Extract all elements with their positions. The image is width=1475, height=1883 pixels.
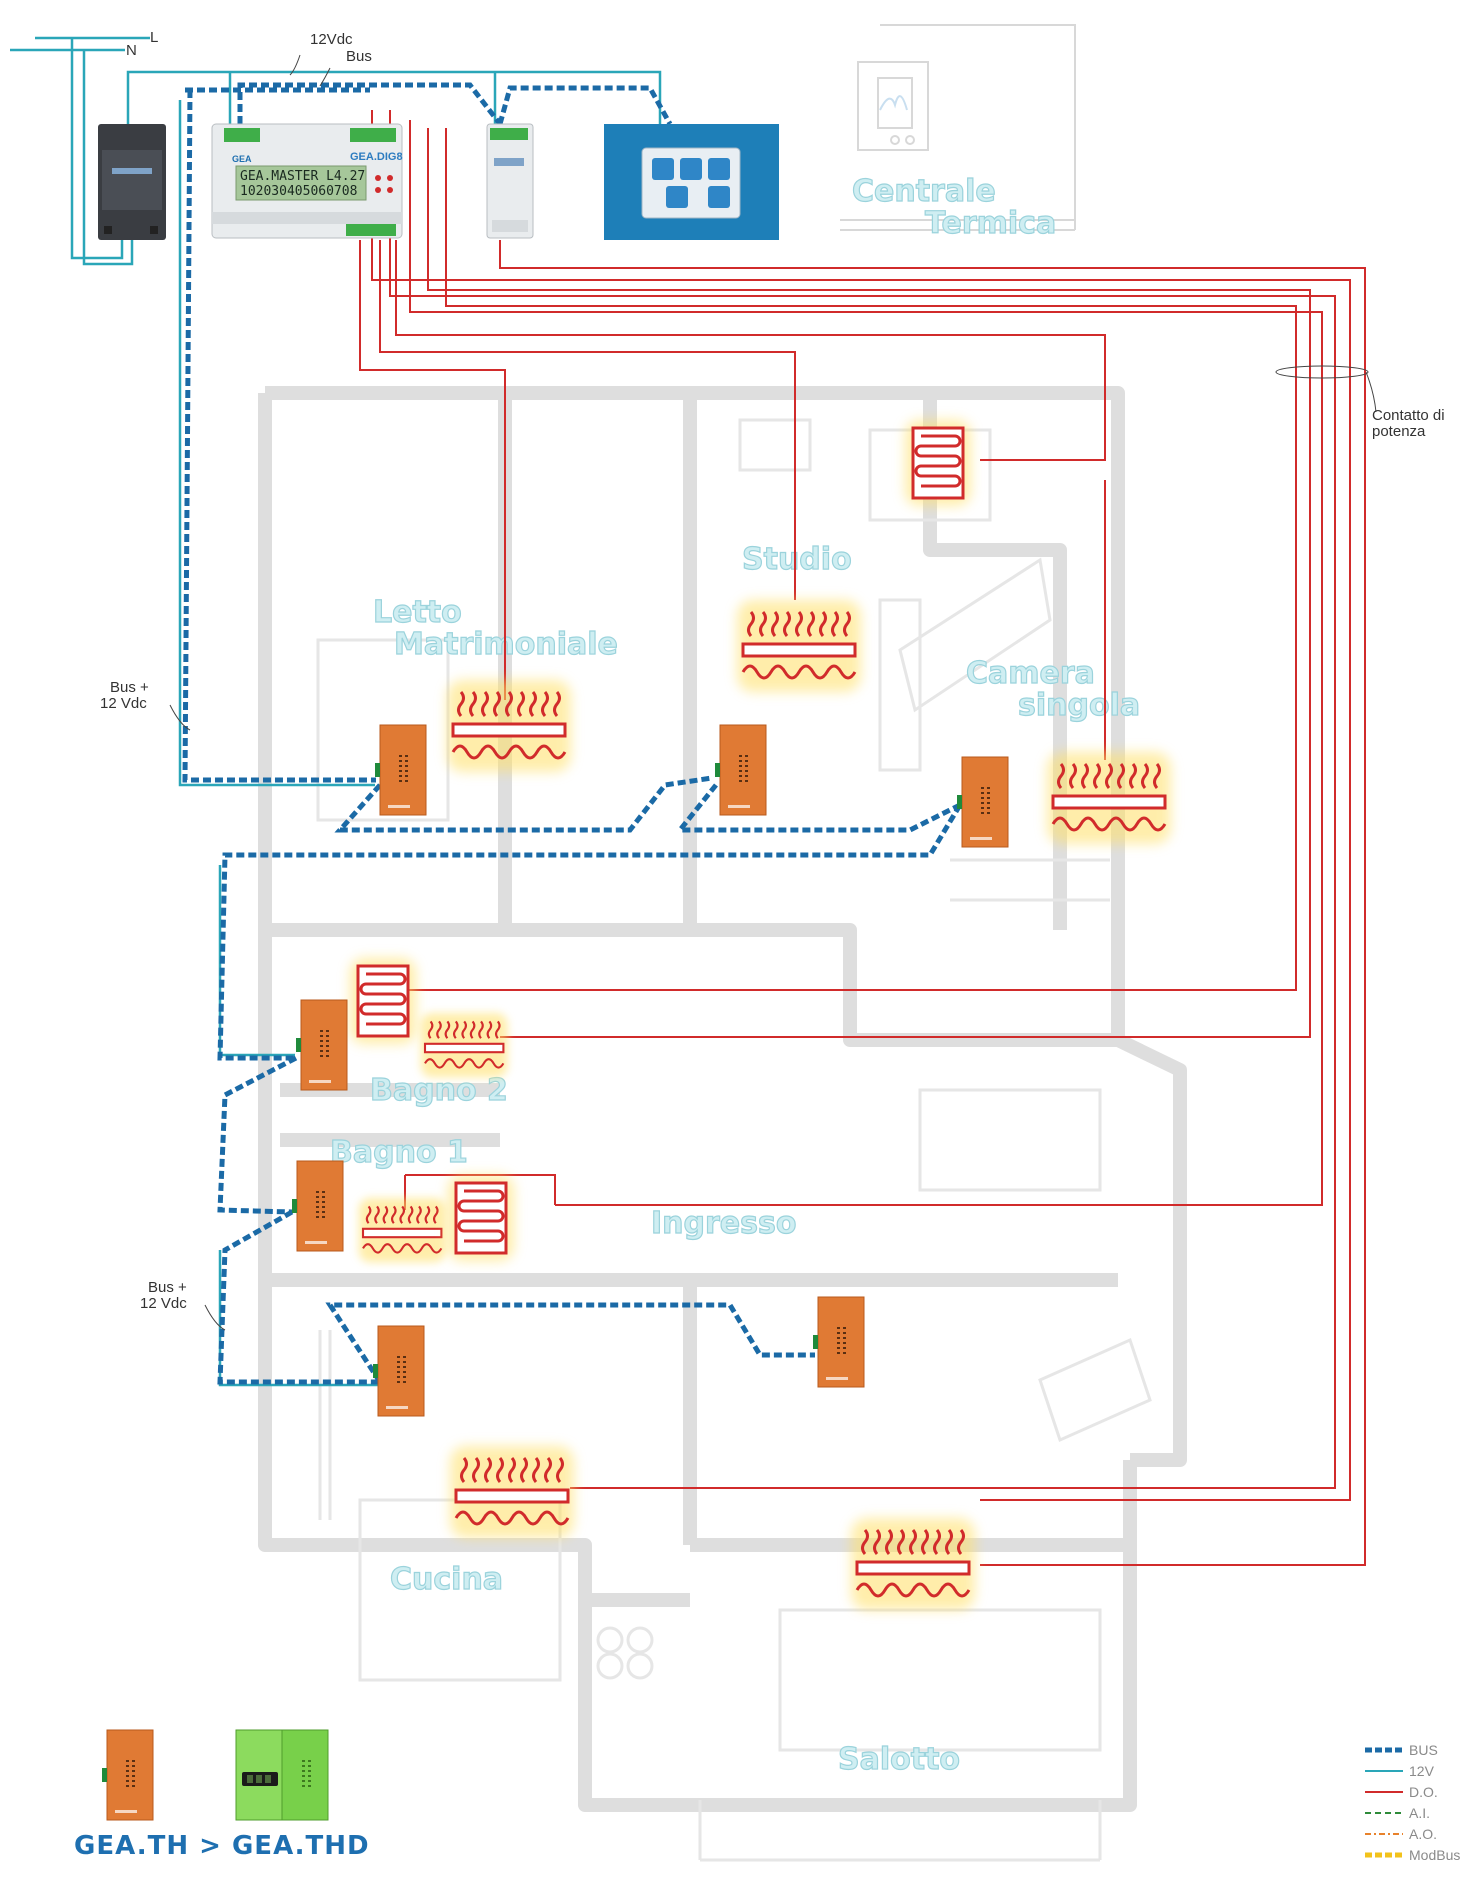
- room-label-bath2: Bagno 2: [370, 1073, 508, 1108]
- master-controller: GEA.MASTER L4.27 102030405060708 GEA GEA…: [211, 123, 403, 239]
- legend-label: D.O.: [1409, 1784, 1438, 1800]
- room-label-boiler-2: Termica: [925, 206, 1056, 241]
- power-lines: [10, 36, 150, 266]
- thermostat-living: [812, 1296, 865, 1388]
- thermostat-study: [714, 724, 767, 816]
- legend-item: 12V: [1365, 1763, 1435, 1779]
- legend: BUS 12V D.O. A.I. A.O. ModBus: [1365, 1742, 1460, 1863]
- towel-heater-bath1: [448, 1175, 514, 1261]
- neutral-label: N: [126, 42, 137, 59]
- thermostat-bath2: [295, 999, 348, 1091]
- legend-item: D.O.: [1365, 1784, 1438, 1800]
- legend-label: ModBus: [1409, 1847, 1460, 1863]
- room-labels: Centrale Termica Letto Matrimoniale Stud…: [329, 173, 1140, 1777]
- towel-heater-single: [905, 420, 971, 506]
- thermostat-kitchen: [372, 1325, 425, 1417]
- room-label-bedroom-1: Letto: [373, 595, 462, 630]
- master-display-line1: GEA.MASTER L4.27: [240, 169, 365, 184]
- touch-panel: [604, 124, 779, 240]
- master-display-line2: 102030405060708: [240, 184, 357, 199]
- power-supply-module: [98, 124, 166, 240]
- contact-label-2: potenza: [1372, 423, 1426, 440]
- floor-heater-study: [737, 600, 861, 692]
- room-label-bath1: Bagno 1: [330, 1135, 468, 1170]
- room-label-single-1: Camera: [966, 656, 1095, 691]
- bus-12v-upper-label-1: Bus +: [110, 679, 149, 696]
- supply-12v-label: 12Vdc: [310, 31, 353, 48]
- floor-heater-kitchen: [450, 1446, 574, 1538]
- contact-label-1: Contatto di: [1372, 407, 1445, 424]
- floor-heater-bath1: [359, 1198, 446, 1262]
- thermostat-bath1: [291, 1160, 344, 1252]
- legend-label: A.O.: [1409, 1826, 1437, 1842]
- room-label-single-2: singola: [1018, 688, 1140, 723]
- floor-heater-bedroom: [447, 680, 571, 772]
- legend-label: A.I.: [1409, 1805, 1430, 1821]
- expansion-module: [486, 123, 534, 239]
- bus-12v-upper-label-2: 12 Vdc: [100, 695, 147, 712]
- legend-label: 12V: [1409, 1763, 1435, 1779]
- product-illustration: GEA.TH > GEA.THD: [74, 1729, 370, 1861]
- phase-label: L: [150, 29, 158, 46]
- room-label-study: Studio: [742, 542, 852, 577]
- thermostat-bedroom: [374, 724, 427, 816]
- bus-12v-lower-label-1: Bus +: [148, 1279, 187, 1296]
- boiler-sketch: [840, 24, 1076, 231]
- thermostat-single: [956, 756, 1009, 848]
- legend-item: A.O.: [1365, 1826, 1437, 1842]
- floor-heater-living: [851, 1518, 975, 1610]
- product-caption: GEA.TH > GEA.THD: [74, 1831, 370, 1861]
- room-label-kitchen: Cucina: [390, 1562, 503, 1597]
- room-label-entrance: Ingresso: [651, 1206, 796, 1241]
- master-model: GEA.DIG8: [350, 151, 403, 163]
- bus-lines: [182, 82, 963, 1385]
- floor-heater-bath2: [421, 1013, 508, 1077]
- product-gea-th: [101, 1729, 154, 1821]
- master-brand: GEA: [232, 154, 252, 164]
- floor-heater-single: [1047, 752, 1171, 844]
- wiring-labels: 12Vdc Bus Bus + 12 Vdc Bus + 12 Vdc Cont…: [100, 31, 1445, 1312]
- legend-item: ModBus: [1365, 1847, 1460, 1863]
- room-label-living: Salotto: [838, 1742, 960, 1777]
- legend-label: BUS: [1409, 1742, 1438, 1758]
- legend-item: A.I.: [1365, 1805, 1430, 1821]
- legend-item: BUS: [1365, 1742, 1438, 1758]
- bus-label: Bus: [346, 48, 372, 65]
- room-label-boiler-1: Centrale: [852, 174, 996, 209]
- supply-12v-line: [126, 70, 662, 1387]
- towel-heater-bath2: [350, 958, 416, 1044]
- cable-markers: [169, 54, 1377, 1331]
- output-lines: [359, 110, 1366, 1566]
- bus-12v-lower-label-2: 12 Vdc: [140, 1295, 187, 1312]
